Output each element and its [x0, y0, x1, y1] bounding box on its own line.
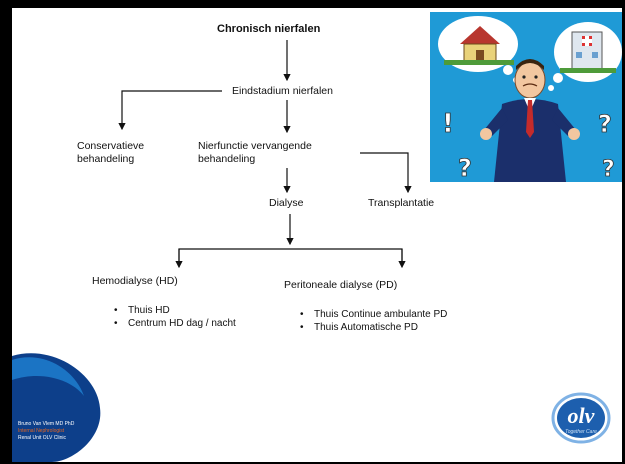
author-department: Internal Nephrologist: [18, 428, 65, 434]
node-nierfunctie: Nierfunctie vervangende behandeling: [198, 140, 312, 165]
flowchart-connectors: [118, 40, 412, 269]
hospital-thought-bubble: [548, 22, 622, 91]
node-transplantatie: Transplantatie: [368, 197, 435, 209]
node-chronisch-nierfalen: Chronisch nierfalen: [217, 23, 321, 35]
list-item: Thuis Automatische PD: [300, 321, 447, 334]
list-item: Centrum HD dag / nacht: [114, 317, 236, 330]
list-item: Thuis Continue ambulante PD: [300, 308, 447, 321]
node-eindstadium: Eindstadium nierfalen: [232, 85, 333, 97]
worried-man-cartoon: ! ? ? ?: [430, 12, 622, 182]
logo-text: olv: [568, 403, 595, 428]
olv-logo: olv Together Care: [551, 392, 611, 444]
author-name: Bruno Van Vlem MD PhD: [18, 421, 75, 427]
branch-horizontal: [178, 248, 403, 263]
house-thought-bubble: [438, 16, 519, 83]
arrow-to-conservatieve: [118, 90, 222, 131]
slide: Chronisch nierfalen Eindstadium nierfale…: [12, 8, 622, 462]
author-unit: Renal Unit OLV Clinic: [18, 435, 66, 441]
question-mark-icon: ?: [458, 154, 472, 182]
man-figure: [480, 59, 580, 182]
node-hemodialyse: Hemodialyse (HD): [92, 275, 178, 287]
decorative-blue-shape: [12, 353, 101, 462]
list-item: Thuis HD: [114, 304, 236, 317]
peritoneale-list: Thuis Continue ambulante PD Thuis Automa…: [300, 308, 447, 334]
node-peritoneale: Peritoneale dialyse (PD): [284, 279, 398, 291]
node-conservatieve: Conservatieve behandeling: [77, 140, 145, 165]
arrow-to-transplantatie: [360, 152, 412, 194]
node-dialyse: Dialyse: [269, 197, 304, 209]
question-mark-icon: ?: [598, 110, 612, 138]
hemodialyse-list: Thuis HD Centrum HD dag / nacht: [114, 304, 236, 330]
exclamation-mark-icon: !: [442, 109, 454, 139]
question-mark-icon: ?: [602, 157, 615, 182]
logo-tagline: Together Care: [565, 429, 597, 435]
